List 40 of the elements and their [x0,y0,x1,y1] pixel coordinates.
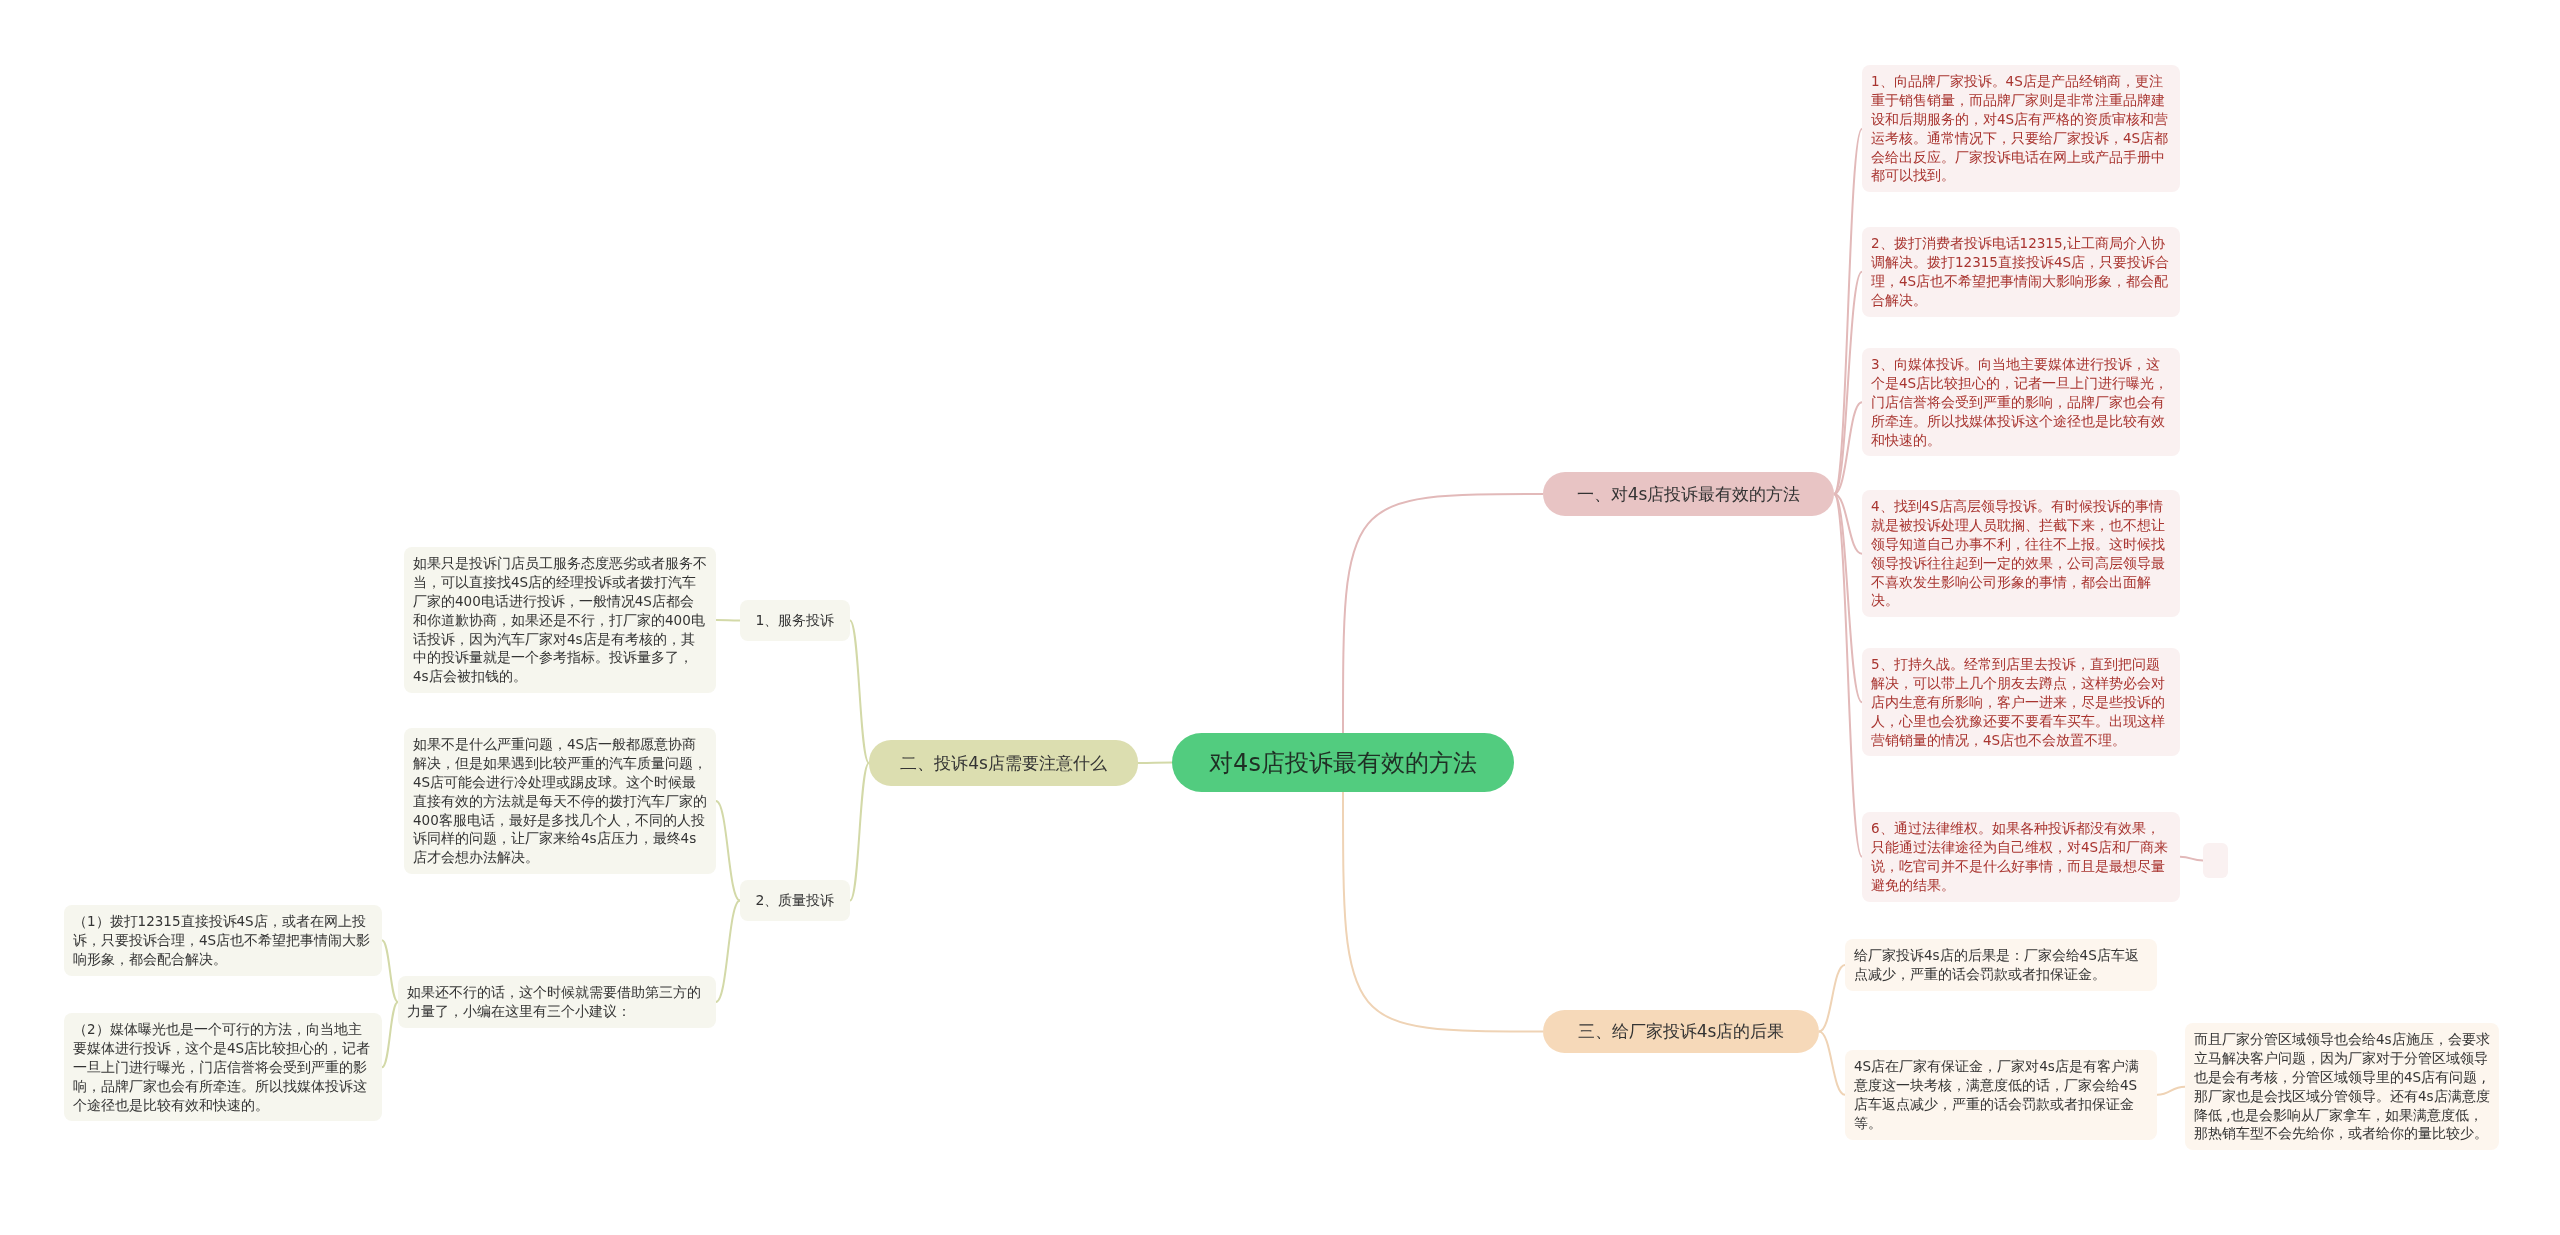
subtopic-box: 1、服务投诉 [740,600,850,641]
connector-line [1833,401,1863,495]
text-card: 6、通过法律维权。如果各种投诉都没有效果，只能通过法律途径为自己维权，对4S店和厂商来说，吃官司并不是什么好事情，而且是最想尽量避免的结果。 [1862,812,2180,902]
connector-line [1833,493,1863,858]
branch-topic: 二、投诉4s店需要注意什么 [869,740,1138,786]
connector-line [1833,270,1863,495]
text-card: 1、向品牌厂家投诉。4S店是产品经销商，更注重于销售销量，而品牌厂家则是非常注重品牌建设和后期服务的，对4S店有严格的资质审核和营运考核。通常情况下，只要给厂家投诉，4S店都会给出反应。厂家投诉电话在网上或产品手册中都可以找到。 [1862,65,2180,193]
empty-box [2203,843,2228,878]
connector-line [381,939,399,1003]
connector-line [715,619,741,622]
text-card: 给厂家投诉4s店的后果是：厂家会给4S店车返点减少，严重的话会罚款或者扣保证金。 [1845,939,2157,991]
branch-topic: 三、给厂家投诉4s店的后果 [1543,1010,1819,1053]
connector-line [1342,493,1544,734]
connector-line [1818,963,1846,1033]
text-card: 如果只是投诉门店员工服务态度恶劣或者服务不当，可以直接找4S店的经理投诉或者拨打汽车厂家的400电话进行投诉，一般情况4S店都会和你道歉协商，如果还是不行，打厂家的400电话投诉，因为汽车厂家对4s店是有考核的，其中的投诉量就是一个参考指标。投诉量多了，4s店会被扣钱的。 [404,547,716,694]
connector-line [1833,493,1863,555]
connector-line [2156,1085,2186,1096]
connector-line [849,619,870,764]
text-card: （1）拨打12315直接投诉4S店，或者在网上投诉，只要投诉合理，4S店也不希望把事情闹大影响形象，都会配合解决。 [64,905,382,976]
text-card: （2）媒体曝光也是一个可行的方法，向当地主要媒体进行投诉，这个是4S店比较担心的，记者一旦上门进行曝光，门店信誉将会受到严重的影响，品牌厂家也会有所牵连。所以找媒体投诉这个途径也是比较有效和快速的。 [64,1013,382,1122]
text-card: 3、向媒体投诉。向当地主要媒体进行投诉，这个是4S店比较担心的，记者一旦上门进行曝光，门店信誉将会受到严重的影响，品牌厂家也会有所牵连。所以找媒体投诉这个途径也是比较有效和快速的。 [1862,348,2180,457]
text-card: 如果不是什么严重问题，4S店一般都愿意协商解决，但是如果遇到比较严重的汽车质量问题，4S店可能会进行冷处理或踢皮球。这个时候最直接有效的方法就是每天不停的拨打汽车厂家的400客服电话，最好是多找几个人，不同的人投诉同样的问题，让厂家来给4s店压力，最终4s店才会想办法解决。 [404,728,716,875]
connector-line [715,899,741,1003]
text-card: 4、找到4S店高层领导投诉。有时候投诉的事情就是被投诉处理人员耽搁、拦截下来，也不想让领导知道自己办事不利，往往不上报。这时候找领导投诉往往起到一定的效果，公司高层领导最不喜欢发生影响公司形象的事情，都会出面解决。 [1862,490,2180,618]
connector-line [1137,761,1173,764]
subtopic-box: 2、质量投诉 [740,880,850,921]
connector-line [1833,493,1863,704]
branch-topic: 一、对4s店投诉最有效的方法 [1543,472,1834,516]
connector-line [715,800,741,902]
connector-line [1818,1030,1846,1096]
central-topic: 对4s店投诉最有效的方法 [1172,733,1514,792]
text-card: 而且厂家分管区域领导也会给4s店施压，会要求立马解决客户问题，因为厂家对于分管区域领导也是会有考核，分管区域领导里的4S店有问题 ,那厂家也是会找区域分管领导。还有4s店满意度降低 ,也是会影响从厂家拿车，如果满意度低，那热销车型不会先给你，或者给你的量比较少。 [2185,1023,2499,1151]
connector-line [381,1000,399,1069]
connector-line [2179,855,2204,862]
text-card: 5、打持久战。经常到店里去投诉，直到把问题解决，可以带上几个朋友去蹲点，这样势必会对店内生意有所影响，客户一进来，尽是些投诉的人，心里也会犹豫还要不要看车买车。出现这样营销销量的情况，4S店也不会放置不理。 [1862,648,2180,757]
text-card: 2、拨打消费者投诉电话12315,让工商局介入协调解决。拨打12315直接投诉4S店，只要投诉合理，4S店也不希望把事情闹大影响形象，都会配合解决。 [1862,227,2180,317]
text-card: 4S店在厂家有保证金，厂家对4s店是有客户满意度这一块考核，满意度低的话，厂家会给4S店车返点减少，严重的话会罚款或者扣保证金等。 [1845,1050,2157,1140]
text-card: 如果还不行的话，这个时候就需要借助第三方的力量了，小编在这里有三个小建议： [398,976,716,1028]
connector-line [1342,791,1544,1033]
connector-line [849,762,870,902]
